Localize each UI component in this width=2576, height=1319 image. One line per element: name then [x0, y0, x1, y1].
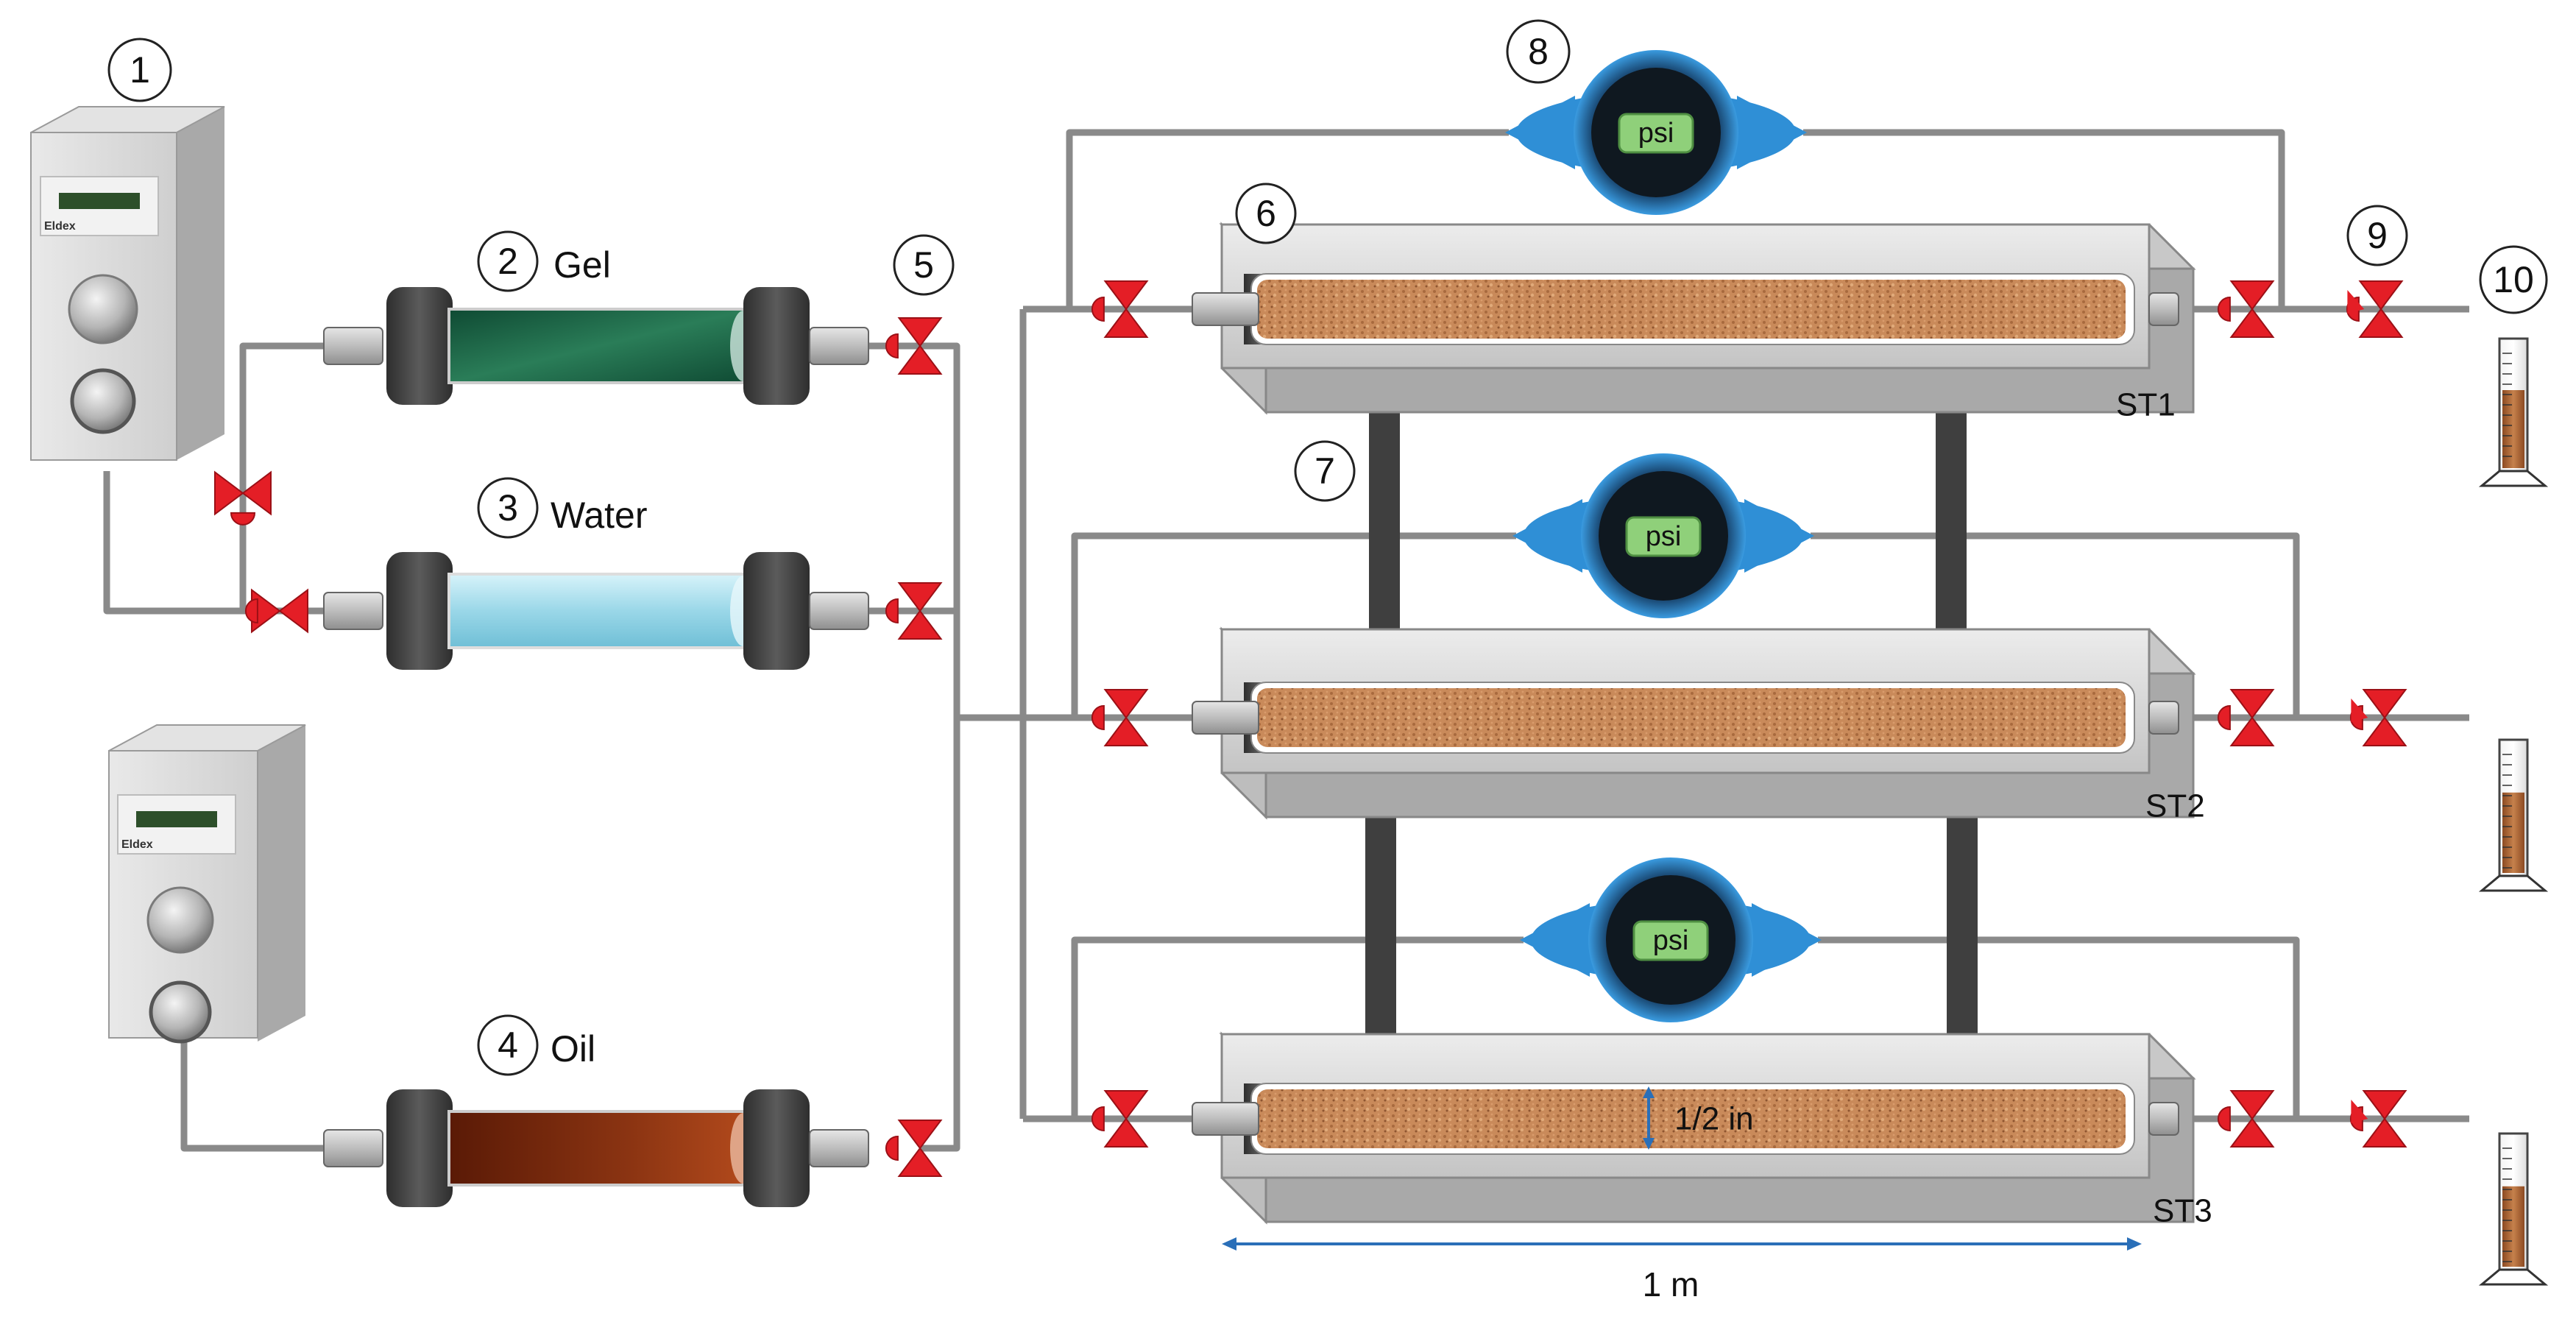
valve-icon	[244, 588, 308, 634]
valve-icon	[885, 582, 943, 640]
valve-icon	[2217, 1090, 2275, 1148]
callout-7: 7	[1294, 440, 1356, 502]
graduated-cylinder-icon	[2478, 1132, 2549, 1286]
svg-text:1: 1	[130, 49, 150, 91]
psi-label: psi	[1646, 521, 1682, 552]
valve-icon	[1091, 280, 1149, 338]
svg-text:9: 9	[2367, 215, 2388, 256]
gel-label: Gel	[553, 244, 611, 286]
pump-knob-lower	[70, 368, 136, 434]
pump-knob-upper	[68, 274, 138, 344]
svg-text:2: 2	[498, 241, 518, 282]
water-label: Water	[551, 495, 648, 536]
pressure-gauge-st2: psi	[1512, 453, 1814, 618]
valve-icon	[2349, 689, 2407, 746]
callout-8: 8	[1506, 19, 1571, 84]
valve-icon	[1091, 689, 1149, 746]
svg-text:6: 6	[1256, 193, 1276, 234]
svg-text:3: 3	[498, 487, 518, 528]
psi-label: psi	[1653, 925, 1689, 956]
pressure-gauge-st3: psi	[1520, 857, 1822, 1022]
svg-text:4: 4	[498, 1025, 518, 1066]
water-accumulator	[323, 552, 869, 670]
length-dimension	[1222, 1237, 2142, 1251]
svg-text:8: 8	[1528, 31, 1549, 72]
valve-icon	[2217, 280, 2275, 338]
callout-10: 10	[2479, 245, 2548, 314]
pump-knob-upper	[146, 886, 214, 954]
callout-3: 3	[477, 477, 539, 539]
callout-5: 5	[893, 234, 955, 296]
valve-icon	[885, 317, 943, 375]
pump-brand-label: Eldex	[121, 838, 153, 851]
oil-accumulator	[323, 1089, 869, 1207]
valve-icon	[214, 470, 272, 526]
callout-1: 1	[107, 38, 172, 102]
callout-2: 2	[477, 230, 539, 292]
core-holder-supports	[1365, 409, 1978, 1034]
callout-6: 6	[1235, 183, 1297, 244]
oil-label: Oil	[551, 1028, 595, 1069]
st3-label: ST3	[2153, 1193, 2212, 1229]
st1-label: ST1	[2116, 387, 2176, 423]
graduated-cylinder-icon	[2478, 337, 2549, 487]
pressure-gauge-st1: psi	[1505, 50, 1807, 215]
diameter-dimension	[1643, 1086, 1655, 1150]
valve-icon	[1091, 1090, 1149, 1148]
gel-accumulator	[323, 287, 869, 405]
core-holder-st2	[1192, 626, 2196, 820]
core-holder-st1	[1192, 222, 2196, 415]
callout-9: 9	[2346, 205, 2408, 266]
callout-4: 4	[477, 1014, 539, 1076]
st2-label: ST2	[2145, 788, 2205, 824]
valve-icon	[2349, 1090, 2407, 1148]
core-holder-st3	[1192, 1031, 2196, 1225]
pump-knob-lower	[149, 980, 212, 1044]
diameter-label: 1/2 in	[1674, 1101, 1754, 1137]
valves	[214, 280, 2407, 1177]
valve-icon	[2217, 689, 2275, 746]
pump-2: Eldex	[108, 724, 306, 1044]
valve-icon	[885, 1120, 943, 1177]
psi-label: psi	[1638, 118, 1674, 149]
valve-icon	[2346, 280, 2404, 338]
graduated-cylinders	[2478, 337, 2549, 1286]
svg-text:10: 10	[2493, 259, 2534, 300]
svg-text:5: 5	[913, 244, 934, 286]
pump-1: Eldex	[30, 106, 225, 461]
svg-text:7: 7	[1314, 450, 1335, 492]
graduated-cylinder-icon	[2478, 738, 2549, 892]
length-label: 1 m	[1643, 1265, 1699, 1304]
pump-brand-label: Eldex	[44, 220, 76, 233]
